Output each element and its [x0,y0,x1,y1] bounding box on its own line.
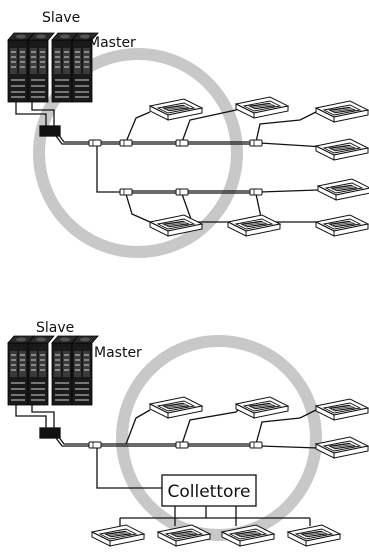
diagram-bottom: Collettore Slave Master [7,320,369,547]
diagram-top: Slave Master [7,10,369,258]
master-label-bottom: Master [94,345,142,361]
master-label-top: Master [88,35,136,51]
header-label: Collettore [168,482,251,502]
outdoor-unit-bottom [7,335,99,406]
ring-bottom [116,335,322,541]
ring-top [33,48,243,258]
slave-label-bottom: Slave [36,320,74,336]
piping-bottom [15,405,319,526]
outdoor-unit-top [7,32,99,103]
slave-label-top: Slave [42,10,80,26]
indoor-units-top [149,96,369,237]
header-box [161,474,257,507]
branch-joints-bottom [88,441,263,449]
